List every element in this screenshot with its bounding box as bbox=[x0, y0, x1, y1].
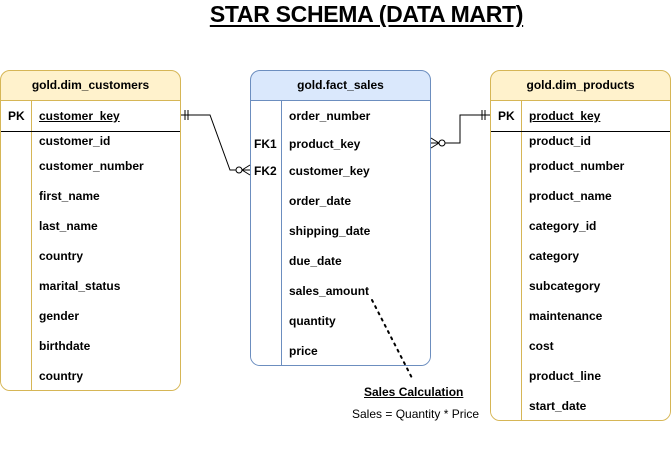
field-customer-id[interactable]: customer_id bbox=[39, 134, 111, 148]
product-relationship-line bbox=[430, 110, 490, 149]
field-start-date[interactable]: start_date bbox=[529, 399, 587, 413]
field-product-line[interactable]: product_line bbox=[529, 369, 602, 383]
field-price[interactable]: price bbox=[289, 344, 318, 358]
table-title-fact-sales: gold.fact_sales bbox=[297, 78, 384, 92]
field-customer-key[interactable]: customer_key bbox=[39, 109, 120, 123]
table-body-dim-customers: PK customer_key customer_id customer_num… bbox=[1, 100, 180, 390]
key-column bbox=[1, 101, 32, 390]
field-marital-status[interactable]: marital_status bbox=[39, 279, 121, 293]
field-last-name[interactable]: last_name bbox=[39, 219, 98, 233]
field-customer-number[interactable]: customer_number bbox=[39, 159, 144, 173]
note-connector bbox=[371, 299, 413, 379]
field-country[interactable]: country bbox=[39, 249, 84, 263]
field-quantity[interactable]: quantity bbox=[289, 314, 336, 328]
table-fact-sales[interactable]: gold.fact_sales order_number FK1 product… bbox=[250, 70, 431, 366]
fk1-label: FK1 bbox=[254, 137, 277, 151]
field-sales-amount[interactable]: sales_amount bbox=[289, 284, 370, 298]
field-maintenance[interactable]: maintenance bbox=[529, 309, 603, 323]
fk2-label: FK2 bbox=[254, 164, 277, 178]
field-due-date[interactable]: due_date bbox=[289, 254, 342, 268]
primary-key-divider bbox=[1, 131, 180, 132]
table-body-fact-sales: order_number FK1 product_key FK2 custome… bbox=[251, 100, 430, 365]
field-cost[interactable]: cost bbox=[529, 339, 554, 353]
field-customer-key[interactable]: customer_key bbox=[289, 164, 370, 178]
key-column bbox=[251, 101, 282, 365]
field-product-id[interactable]: product_id bbox=[529, 134, 591, 148]
field-birthdate[interactable]: birthdate bbox=[39, 339, 91, 353]
customer-relationship-line bbox=[181, 110, 251, 176]
field-gender[interactable]: gender bbox=[39, 309, 80, 323]
table-dim-products[interactable]: gold.dim_products PK product_key product… bbox=[490, 70, 671, 421]
pk-label: PK bbox=[498, 109, 515, 123]
field-country[interactable]: country bbox=[39, 369, 84, 383]
field-category[interactable]: category bbox=[529, 249, 580, 263]
field-product-key[interactable]: product_key bbox=[289, 137, 361, 151]
field-product-name[interactable]: product_name bbox=[529, 189, 612, 203]
pk-label: PK bbox=[8, 109, 25, 123]
field-order-date[interactable]: order_date bbox=[289, 194, 352, 208]
note-formula: Sales = Quantity * Price bbox=[352, 407, 480, 421]
key-column bbox=[491, 101, 522, 420]
primary-key-divider bbox=[491, 131, 670, 132]
field-shipping-date[interactable]: shipping_date bbox=[289, 224, 371, 238]
field-order-number[interactable]: order_number bbox=[289, 109, 371, 123]
field-product-number[interactable]: product_number bbox=[529, 159, 625, 173]
diagram-title: STAR SCHEMA (DATA MART) bbox=[209, 1, 524, 27]
table-dim-customers[interactable]: gold.dim_customers PK customer_key custo… bbox=[0, 70, 181, 391]
note-title: Sales Calculation bbox=[364, 385, 464, 399]
field-product-key[interactable]: product_key bbox=[529, 109, 601, 123]
field-first-name[interactable]: first_name bbox=[39, 189, 100, 203]
table-title-dim-customers: gold.dim_customers bbox=[31, 78, 150, 92]
field-subcategory[interactable]: subcategory bbox=[529, 279, 601, 293]
table-body-dim-products: PK product_key product_id product_number… bbox=[491, 100, 670, 420]
field-category-id[interactable]: category_id bbox=[529, 219, 597, 233]
table-title-dim-products: gold.dim_products bbox=[526, 78, 635, 92]
